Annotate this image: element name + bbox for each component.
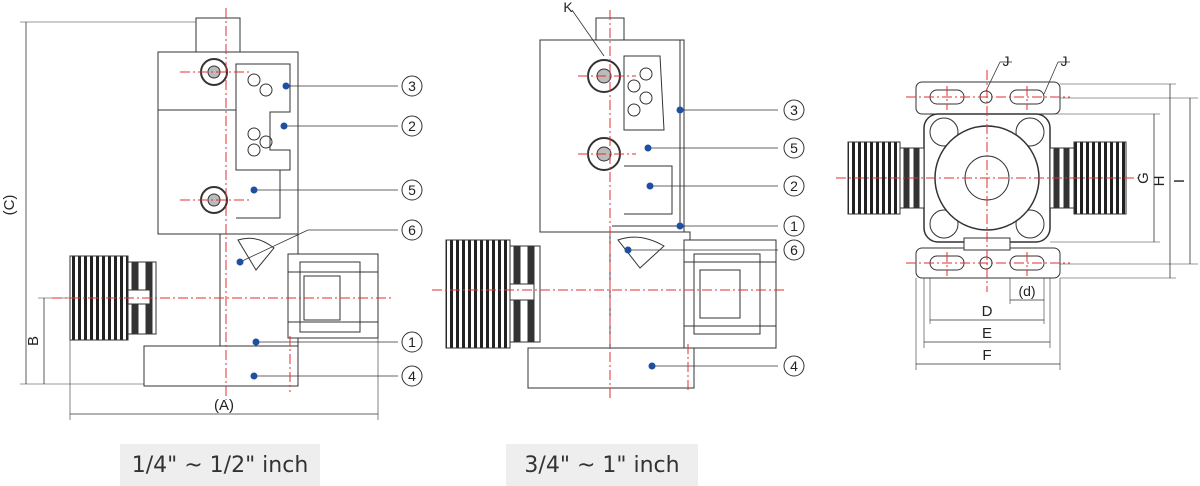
- callout-left-3: 3: [401, 75, 423, 97]
- callout-middle-1: 1: [783, 215, 805, 237]
- dim-label-e: E: [982, 325, 992, 342]
- dim-label-g: G: [1135, 172, 1152, 184]
- caption-left-size-range: 1/4" ~ 1/2" inch: [120, 444, 320, 486]
- callout-left-6: 6: [401, 219, 423, 241]
- svg-text:5: 5: [790, 140, 798, 156]
- dim-label-d: D: [982, 303, 993, 320]
- svg-text:4: 4: [790, 358, 798, 374]
- caption-middle-size-range: 3/4" ~ 1" inch: [506, 444, 698, 486]
- svg-text:5: 5: [408, 182, 416, 198]
- dim-label-c: (C): [1, 195, 18, 216]
- svg-text:3: 3: [790, 102, 798, 118]
- label-j-right: J: [1061, 53, 1068, 69]
- callout-middle-2: 2: [783, 175, 805, 197]
- callout-left-2: 2: [401, 115, 423, 137]
- dim-label-f: F: [982, 347, 991, 364]
- middle-valve-view: [445, 9, 778, 389]
- left-callouts: 3 2 5 6 1 4: [401, 75, 423, 387]
- callout-left-1: 1: [401, 331, 423, 353]
- label-k: K: [563, 0, 573, 15]
- left-valve-view: [20, 17, 398, 420]
- middle-centerlines: [432, 10, 786, 400]
- right-top-view: [847, 61, 1198, 370]
- svg-text:3: 3: [408, 78, 416, 94]
- right-centerlines: [836, 70, 1138, 292]
- left-centerlines: [52, 8, 392, 400]
- callout-left-4: 4: [401, 365, 423, 387]
- svg-text:6: 6: [790, 242, 798, 258]
- label-j-left: J: [1003, 53, 1010, 69]
- callout-middle-5: 5: [783, 137, 805, 159]
- middle-markers: [624, 106, 684, 370]
- svg-text:1: 1: [408, 334, 416, 350]
- svg-text:4: 4: [408, 368, 416, 384]
- dim-label-d-small: (d): [1018, 283, 1035, 299]
- dim-label-i: I: [1171, 179, 1188, 183]
- svg-text:6: 6: [408, 222, 416, 238]
- svg-text:2: 2: [790, 178, 798, 194]
- dim-label-h: H: [1151, 176, 1168, 187]
- svg-text:2: 2: [408, 118, 416, 134]
- svg-text:1: 1: [790, 218, 798, 234]
- callout-middle-6: 6: [783, 239, 805, 261]
- callout-middle-4: 4: [783, 355, 805, 377]
- left-markers: [236, 82, 290, 380]
- dim-label-b: B: [25, 336, 42, 346]
- middle-callouts: 3 5 2 1 6 4: [783, 99, 805, 377]
- callout-middle-3: 3: [783, 99, 805, 121]
- callout-left-5: 5: [401, 179, 423, 201]
- dim-label-a: (A): [214, 397, 234, 414]
